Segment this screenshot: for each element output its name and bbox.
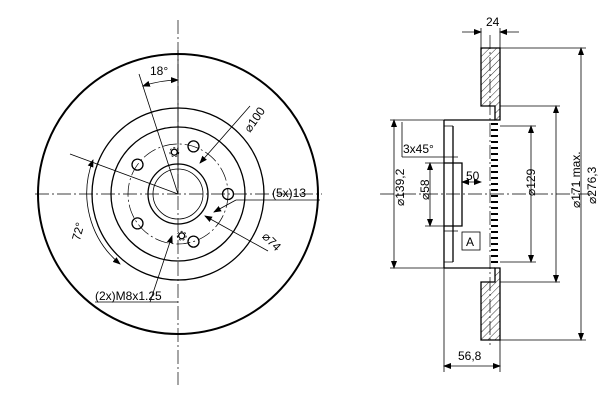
threaded-hole [170, 148, 178, 156]
thickness-label: 24 [486, 15, 500, 29]
angle-ray-18 [138, 73, 179, 195]
center-bore-leader [204, 215, 269, 252]
pitch-circle [127, 143, 229, 245]
hat-chamfer-lines [444, 125, 453, 263]
threaded-holes-label: (2x)M8x1.25 [95, 289, 162, 303]
stud-hole-leader-tip [213, 199, 237, 213]
total-height-label: 56,8 [458, 349, 482, 363]
stud-hole [187, 235, 200, 248]
stud-hole [187, 140, 200, 153]
pcd-leader [199, 105, 251, 164]
angle-72-label: 72° [69, 221, 87, 242]
stud-hole [131, 158, 144, 171]
angle-arc-72 [86, 159, 121, 265]
section-tag-box [461, 231, 481, 251]
center-bore-section [444, 162, 463, 227]
section-view: A 24 56,8 ⌀139,2 3x45° ⌀58 50 ⌀129 [380, 15, 599, 372]
bore-label: ⌀58 [418, 179, 432, 200]
angle-arc-18 [141, 77, 179, 87]
depth-50-label: 50 [466, 169, 480, 183]
angle-18-label: 18° [150, 64, 168, 78]
bore-step-lines [444, 156, 458, 232]
center-bore-label: ⌀74 [259, 229, 284, 254]
stud-holes-label: (5x)13 [272, 186, 306, 200]
outer-dia-label: ⌀276,3 [585, 166, 599, 204]
threaded-hole [178, 232, 186, 240]
friction-ring-section-lower [480, 267, 501, 341]
section-tag-label: A [466, 235, 474, 249]
threaded-holes-group [169, 147, 187, 241]
chamfer-label: 3x45° [403, 142, 434, 156]
threaded-hole-thread [169, 147, 180, 158]
vent-vanes-group [491, 123, 498, 263]
threaded-hole-thread [176, 230, 187, 241]
angle-ray-72 [69, 153, 179, 195]
friction-ring-section-upper [480, 47, 501, 121]
thread-leader-tip [149, 235, 173, 303]
stud-hole [131, 217, 144, 230]
stud-holes-group [131, 140, 235, 248]
inner-129-label: ⌀129 [524, 168, 538, 196]
front-view: 18° 72° ⌀100 (5x)13 ⌀74 (2x)M8x1.25 [35, 20, 322, 385]
hat-od-label: ⌀139,2 [393, 168, 407, 206]
stud-hole [221, 187, 235, 201]
pcd-label: ⌀100 [241, 104, 268, 135]
